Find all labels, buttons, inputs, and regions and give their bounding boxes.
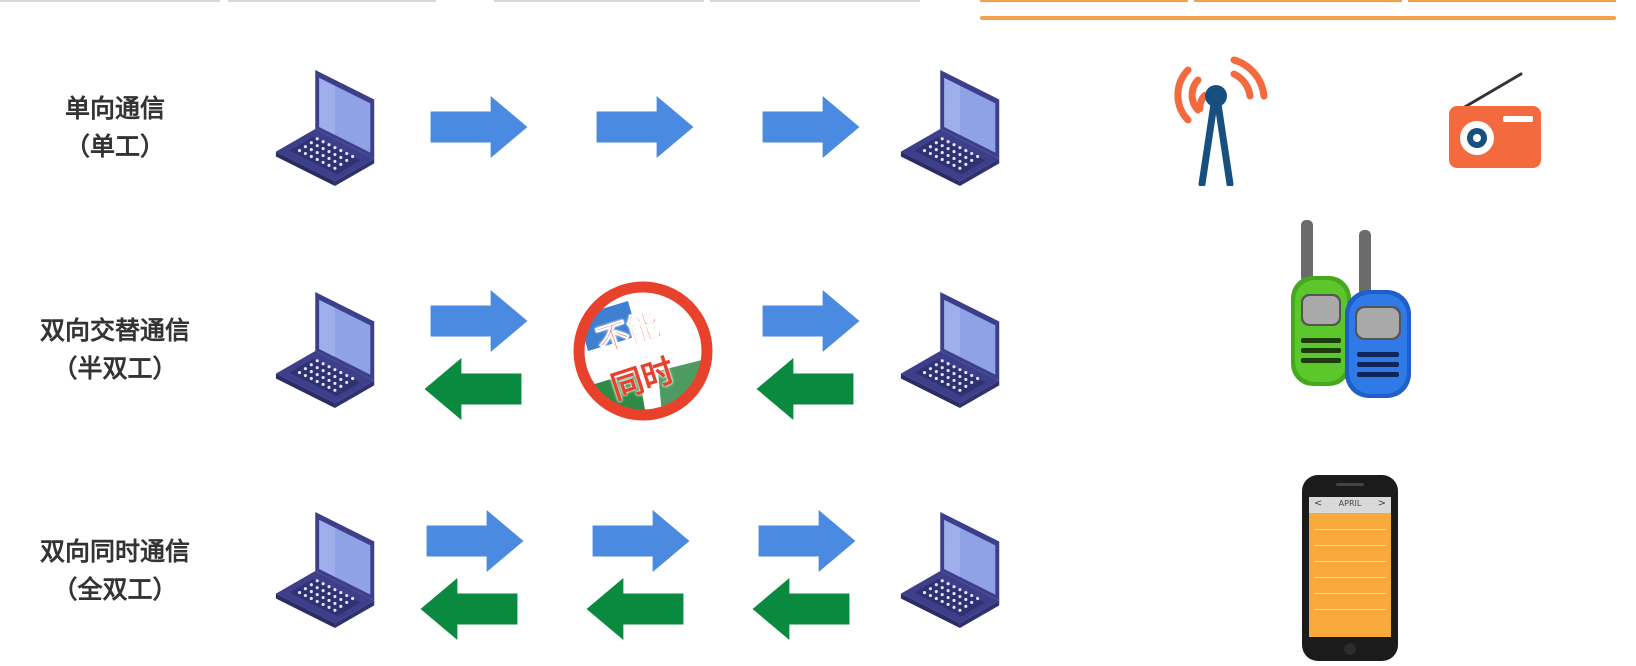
arrow-right-icon — [430, 290, 528, 352]
smartphone-icon: < APRIL > — [1302, 475, 1398, 661]
laptop-icon — [900, 290, 1010, 408]
calendar-prev: < — [1314, 498, 1323, 509]
walkie-talkie-icon — [1291, 220, 1411, 398]
row-title: 双向交替通信 — [39, 316, 190, 345]
top-divider — [0, 0, 220, 2]
laptop-icon — [275, 510, 385, 628]
arrow-right-icon — [762, 290, 860, 352]
laptop-icon — [275, 290, 385, 408]
row-title: 双向同时通信 — [39, 537, 190, 566]
arrow-left-icon — [420, 578, 518, 640]
arrow-right-icon — [758, 510, 856, 572]
arrow-left-icon — [586, 578, 684, 640]
arrow-right-icon — [426, 510, 524, 572]
no-simultaneous-stamp: 不能 同时 — [568, 276, 718, 426]
row-subtitle: （半双工） — [52, 354, 178, 383]
row-label-full-duplex: 双向同时通信 （全双工） — [15, 533, 215, 609]
accent-underline — [1408, 0, 1616, 2]
arrow-right-icon — [762, 96, 860, 158]
laptop-icon — [900, 68, 1010, 186]
calendar-next: > — [1377, 498, 1386, 509]
laptop-icon — [275, 68, 385, 186]
accent-underline — [1194, 0, 1402, 2]
row-label-half-duplex: 双向交替通信 （半双工） — [15, 312, 215, 388]
row-label-simplex: 单向通信 （单工） — [15, 90, 215, 166]
top-divider — [228, 0, 436, 2]
arrow-right-icon — [430, 96, 528, 158]
row-subtitle: （单工） — [64, 132, 165, 161]
laptop-icon — [900, 510, 1010, 628]
arrow-right-icon — [592, 510, 690, 572]
accent-underline — [980, 0, 1188, 2]
prohibited-icon — [573, 281, 713, 421]
calendar-month: APRIL — [1338, 499, 1362, 508]
arrow-left-icon — [752, 578, 850, 640]
top-divider — [494, 0, 704, 2]
radio-icon — [1449, 72, 1541, 168]
accent-underline — [980, 16, 1616, 20]
arrow-left-icon — [424, 358, 522, 420]
row-title: 单向通信 — [64, 94, 165, 123]
broadcast-tower-icon — [1174, 56, 1268, 186]
arrow-right-icon — [596, 96, 694, 158]
arrow-left-icon — [756, 358, 854, 420]
row-subtitle: （全双工） — [52, 575, 178, 604]
top-divider — [710, 0, 920, 2]
